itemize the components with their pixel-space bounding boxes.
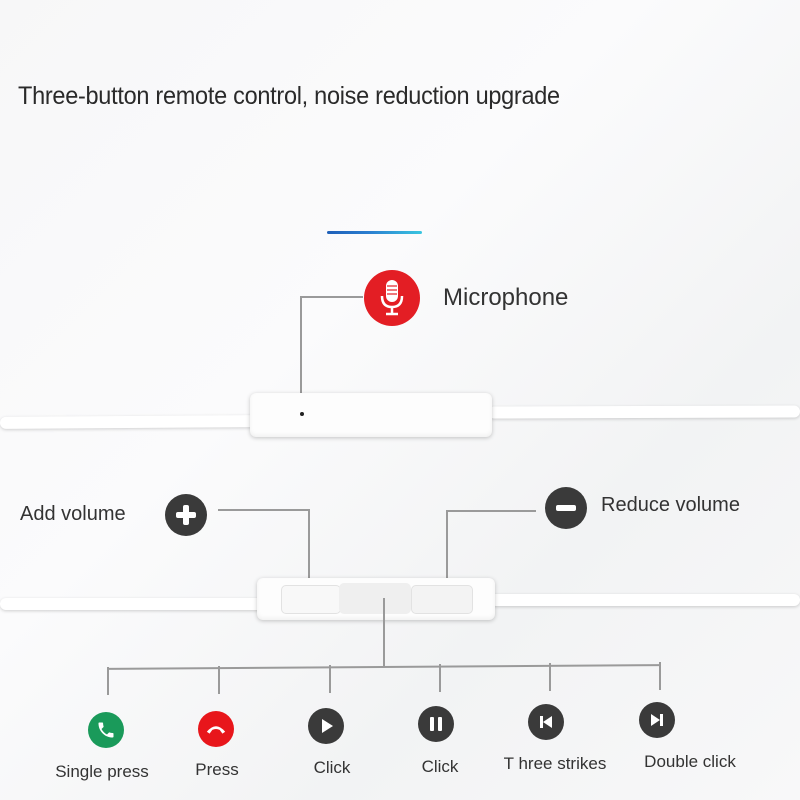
lower-cable-left <box>0 598 266 610</box>
add-volume-connector-v <box>308 509 310 589</box>
upper-cable-left <box>0 415 261 429</box>
branch-5 <box>549 663 551 691</box>
microphone-connector-v <box>300 296 302 412</box>
branch-3 <box>329 665 331 693</box>
upper-cable-right <box>487 405 800 419</box>
microphone-hole <box>300 412 304 416</box>
function-label: Press <box>195 760 239 779</box>
volume-down-button[interactable] <box>411 585 473 614</box>
reduce-volume-connector-v <box>446 510 448 588</box>
plus-icon <box>165 494 207 536</box>
pause-icon <box>418 706 454 742</box>
center-connector-v <box>383 598 385 666</box>
function-label: Click <box>421 757 459 776</box>
microphone-connector-h <box>301 296 363 298</box>
previous-track-icon <box>528 704 564 740</box>
reduce-volume-connector-h <box>446 510 536 512</box>
function-label: Single press <box>55 762 149 781</box>
answer-call-icon <box>88 712 124 748</box>
reduce-volume-label: Reduce volume <box>601 494 740 516</box>
branch-6 <box>659 662 661 690</box>
next-track-icon <box>639 702 675 738</box>
branch-2 <box>218 666 220 694</box>
page-title: Three-button remote control, noise reduc… <box>18 82 560 110</box>
branch-4 <box>439 664 441 692</box>
hang-up-icon <box>198 711 234 747</box>
branch-1 <box>107 667 109 695</box>
microphone-label: Microphone <box>443 284 569 311</box>
microphone-housing <box>250 393 492 437</box>
microphone-icon <box>364 270 420 326</box>
lower-cable-right <box>490 594 800 606</box>
function-label: Click <box>313 758 351 777</box>
function-label: Double click <box>644 752 736 771</box>
center-button[interactable] <box>339 583 411 614</box>
accent-divider <box>327 231 422 234</box>
play-icon <box>308 708 344 744</box>
remote-housing <box>257 578 495 620</box>
add-volume-label: Add volume <box>20 503 126 525</box>
add-volume-connector-h <box>218 509 310 511</box>
volume-up-button[interactable] <box>281 585 341 614</box>
minus-icon <box>545 487 587 529</box>
function-label: T hree strikes <box>503 754 607 773</box>
